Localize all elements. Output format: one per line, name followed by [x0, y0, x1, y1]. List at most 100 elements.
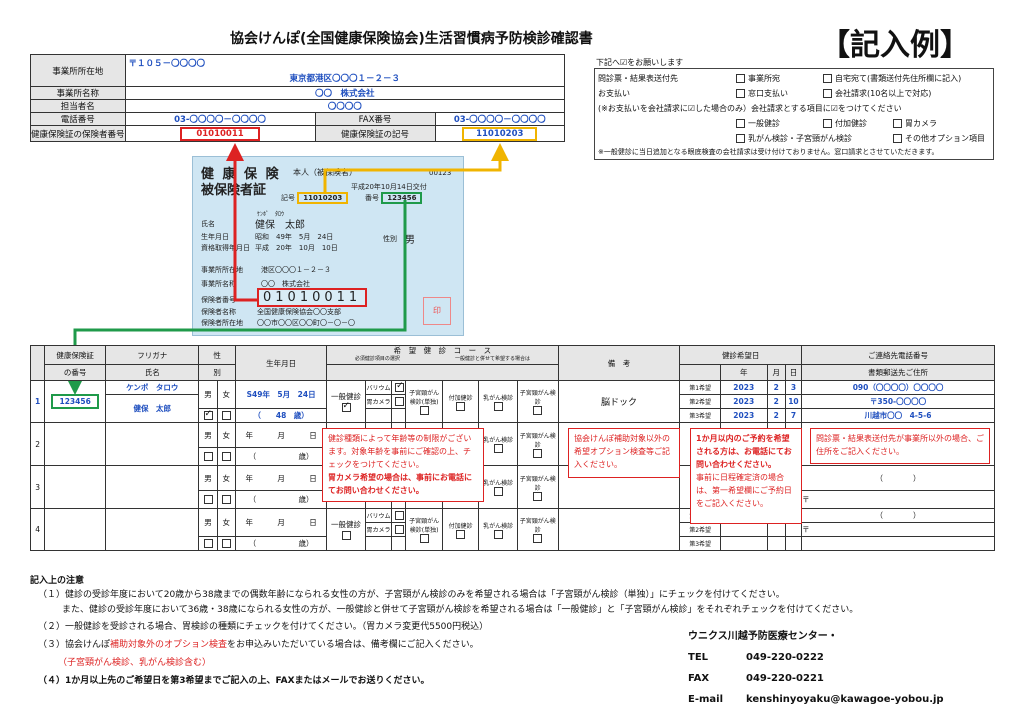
- row1-pref1: 第1希望: [679, 380, 721, 395]
- row1-barium-checkbox[interactable]: [395, 381, 405, 393]
- send-office-checkbox[interactable]: [736, 74, 745, 83]
- row4-general-label: 一般健診: [331, 520, 361, 530]
- card-code: 00123: [429, 169, 452, 177]
- symbol-no-box: 11010203: [462, 126, 538, 141]
- card-insurer-no-box: 01010011: [257, 288, 368, 307]
- card-office-name-label: 事業所名称: [201, 280, 236, 288]
- card-office-name: 〇〇 株式会社: [261, 280, 310, 288]
- inv-general-checkbox[interactable]: [736, 119, 745, 128]
- send-label: 問診票・結果表送付先: [598, 74, 678, 83]
- row4-female-checkbox[interactable]: [221, 539, 231, 549]
- row1-added-checkbox[interactable]: [456, 401, 466, 411]
- row1-female-checkbox[interactable]: [221, 411, 231, 421]
- card-sex-label: 性別: [383, 235, 397, 243]
- fax-label-c: FAX: [688, 673, 710, 684]
- center-name: ウニクス川越予防医療センター・: [688, 631, 838, 642]
- symbol-label: 健康保険証の記号: [314, 125, 436, 142]
- row1-d3-day: 7: [784, 408, 803, 423]
- pay-invoice-label: 会社請求(10名以上で対応): [835, 89, 932, 98]
- send-home-label: 自宅宛て(書類送付先住所欄に記入): [835, 74, 962, 83]
- note-box-remarks: 協会けんぽ補助対象以外の希望オプション検査等ご記入ください。: [568, 428, 680, 478]
- row2-female-checkbox[interactable]: [221, 452, 231, 462]
- h-dates: 健診希望日: [679, 345, 803, 365]
- row1-female: 女: [216, 380, 236, 409]
- notes-heading: 記入上の注意: [30, 576, 85, 586]
- row3-cervical2-checkbox[interactable]: [533, 491, 543, 501]
- row-num-3: 3: [29, 465, 46, 509]
- row-num-4: 4: [29, 508, 46, 551]
- pay-invoice-checkbox[interactable]: [823, 89, 832, 98]
- row1-breast-checkbox[interactable]: [493, 401, 503, 411]
- row1-barium-label: バリウム: [364, 380, 393, 395]
- h-sex: 性: [198, 345, 236, 365]
- row1-male-checkbox[interactable]: [203, 409, 213, 421]
- row4-added-checkbox[interactable]: [456, 529, 466, 539]
- send-office-label: 事業所宛: [748, 74, 780, 83]
- row4-year: 年: [245, 518, 253, 527]
- card-bango-box: 123456: [381, 192, 423, 204]
- mail-address[interactable]: kenshinyoyaku@kawagoe-yobou.jp: [746, 694, 944, 705]
- note-3-pre: （３）協会けんぽ: [38, 640, 111, 650]
- row1-d2-year: 2023: [719, 394, 768, 409]
- row3-male-checkbox[interactable]: [203, 495, 213, 505]
- card-office-addr-label: 事業所所在地: [201, 266, 243, 274]
- row2-cervical2-label: 子宮頸がん検診: [519, 432, 556, 449]
- row4-gastrocam-checkbox[interactable]: [395, 525, 405, 535]
- row4-cervical-checkbox[interactable]: [419, 534, 429, 543]
- row4-breast-checkbox[interactable]: [493, 529, 503, 539]
- row2-male-checkbox[interactable]: [203, 452, 213, 462]
- inv-gastro-checkbox[interactable]: [893, 119, 902, 128]
- row4-pref2: 第2希望: [679, 522, 721, 537]
- pay-window-checkbox[interactable]: [736, 89, 745, 98]
- card-kigo-label: 記号: [281, 194, 295, 202]
- h-sex2: 別: [198, 364, 236, 381]
- note-box-dates-bold: 1か月以内のご予約を希望される方は、お電話にてお問い合わせください。: [696, 434, 792, 469]
- h-remarks: 備 考: [557, 345, 681, 381]
- note-2: （２）一般健診を受診される場合、胃検診の種類にチェックを付けてください。（胃カメ…: [38, 622, 489, 632]
- inv-added-label: 付加健診: [835, 119, 867, 128]
- row1-cervical2-checkbox[interactable]: [533, 406, 543, 415]
- note-3-post: をお申込みいただいている場合は、備考欄にご記入ください。: [227, 640, 479, 650]
- row1-d1-day: 3: [784, 380, 803, 395]
- row2-breast-checkbox[interactable]: [493, 444, 503, 453]
- card-sex: 男: [405, 235, 415, 246]
- inv-other-label: その他オプション項目: [905, 134, 985, 143]
- row1-cervical-checkbox[interactable]: [419, 406, 429, 415]
- row1-added-label: 付加健診: [448, 394, 473, 402]
- inv-other-checkbox[interactable]: [893, 134, 902, 143]
- row1-gastrocam-label: 胃カメラ: [364, 394, 393, 409]
- row2-cervical2-checkbox[interactable]: [533, 448, 543, 458]
- row1-cervical2-label: 子宮頸がん検診: [519, 390, 556, 406]
- row3-female-checkbox[interactable]: [221, 495, 231, 505]
- inv-added-checkbox[interactable]: [823, 119, 832, 128]
- h-day: 日: [784, 364, 803, 381]
- card-bango-label: 番号: [365, 194, 379, 202]
- inv-breast-label: 乳がん検診・子宮頸がん検診: [748, 134, 852, 143]
- tel-number: 049-220-0222: [746, 652, 824, 663]
- row4-age-open: （: [248, 539, 257, 548]
- row4-male-checkbox[interactable]: [203, 539, 213, 549]
- h-card2: の番号: [44, 364, 107, 381]
- h-course: 希 望 健 診 コ ー ス: [393, 346, 492, 355]
- row2-day: 日: [309, 430, 317, 440]
- send-home-checkbox[interactable]: [823, 74, 832, 83]
- row1-phone: 090（〇〇〇〇）〇〇〇〇: [801, 380, 995, 395]
- row3-breast-checkbox[interactable]: [493, 487, 503, 496]
- row4-cervical2-checkbox[interactable]: [533, 534, 543, 543]
- row1-general-checkbox[interactable]: [341, 401, 351, 412]
- note-box-dates: 1か月以内のご予約を希望される方は、お電話にてお問い合わせください。 事前に日程…: [690, 428, 802, 524]
- row3-cervical2-label: 子宮頸がん検診: [519, 475, 556, 492]
- row1-gastrocam-checkbox[interactable]: [395, 397, 405, 407]
- inv-breast-checkbox[interactable]: [736, 134, 745, 143]
- row2-year: 年: [245, 430, 253, 440]
- row2-female: 女: [216, 422, 236, 448]
- card-qual: 平成 20年 10月 10日: [255, 244, 338, 252]
- row4-barium-checkbox[interactable]: [395, 511, 405, 521]
- row4-general-checkbox[interactable]: [341, 530, 351, 540]
- row3-postal: 〒: [801, 490, 995, 509]
- h-contact: ご連絡先電話番号: [801, 345, 995, 365]
- row3-age-close: 歳）: [298, 495, 314, 504]
- pay-window-label: 窓口支払い: [748, 89, 788, 98]
- note-1b: また、健診の受診年度において36歳・38歳になられる女性の方が、一般健診と併せて…: [62, 605, 859, 615]
- row4-cervical2-label: 子宮頸がん検診: [519, 518, 556, 534]
